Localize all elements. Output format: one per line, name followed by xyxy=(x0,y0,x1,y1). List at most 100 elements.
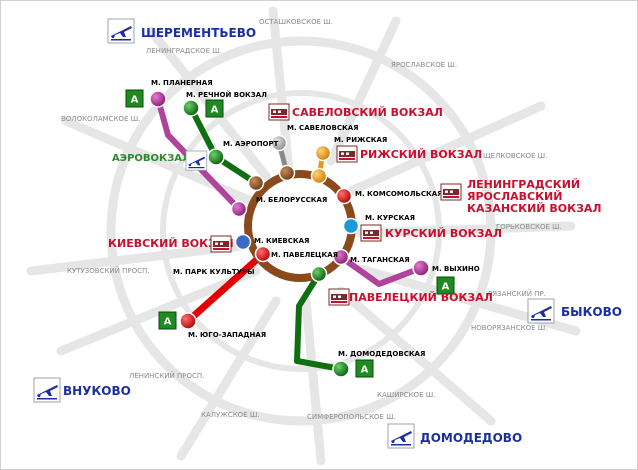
plane-icon xyxy=(387,423,415,449)
airport-label-bykovo: БЫКОВО xyxy=(561,305,622,319)
road-label-kaluzhskoe: КАЛУЖСКОЕ Ш. xyxy=(201,411,260,419)
bus-badge-vykhino[interactable]: A xyxy=(436,276,455,295)
label-planernaya: М. ПЛАНЕРНАЯ xyxy=(151,79,213,87)
label-paveletskaya: М. ПАВЕЛЕЦКАЯ xyxy=(271,251,338,259)
label-komsomolskaya: М. КОМСОМОЛЬСКАЯ xyxy=(355,190,443,198)
label-rechnoy-vokzal: М. РЕЧНОЙ ВОКЗАЛ xyxy=(186,90,267,99)
train-icon xyxy=(328,288,350,306)
bus-badge-text: A xyxy=(442,282,450,293)
airport-bykovo[interactable]: БЫКОВО xyxy=(527,298,622,324)
rail-kievsky[interactable]: КИЕВСКИЙ ВОКЗАЛ xyxy=(108,235,234,253)
label-vykhino: М. ВЫХИНО xyxy=(432,265,480,273)
station-paveletskaya[interactable] xyxy=(310,265,328,283)
road-kutuzovsky xyxy=(26,241,246,276)
train-icon xyxy=(210,235,232,253)
aerovokzal[interactable]: АЭРОВОКЗАЛ xyxy=(112,150,208,171)
station-ring-novoslobodskaya[interactable] xyxy=(278,164,296,182)
road-simferopolskoe xyxy=(301,296,326,466)
label-kievskaya: М. КИЕВСКАЯ xyxy=(254,237,309,245)
road-label-ostashkovskoe: ОСТАШКОВСКОЕ Ш. xyxy=(259,18,333,26)
station-kievskaya[interactable] xyxy=(234,233,252,251)
rail-label-three-3: КАЗАНСКИЙ ВОКЗАЛ xyxy=(467,202,602,215)
rail-kursky[interactable]: КУРСКИЙ ВОКЗАЛ xyxy=(360,224,502,242)
label-aeroport: М. АЭРОПОРТ xyxy=(223,140,279,148)
station-komsomolskaya[interactable] xyxy=(335,187,353,205)
rail-label-savelovsky: САВЕЛОВСКИЙ ВОКЗАЛ xyxy=(292,106,443,119)
label-taganskaya: М. ТАГАНСКАЯ xyxy=(350,256,410,264)
station-planernaya[interactable] xyxy=(149,90,167,108)
label-rizhskaya: М. РИЖСКАЯ xyxy=(334,136,387,144)
rail-rizhsky[interactable]: РИЖСКИЙ ВОКЗАЛ xyxy=(336,145,482,163)
line-domodedovskaya xyxy=(294,271,344,372)
label-park-kultury: М. ПАРК КУЛЬТУРЫ xyxy=(173,268,254,276)
train-icon xyxy=(268,103,290,121)
rail-label-rizhsky: РИЖСКИЙ ВОКЗАЛ xyxy=(360,148,482,161)
road-label-novoryazanskoe: НОВОРЯЗАНСКОЕ Ш. xyxy=(471,324,547,332)
airport-sheremetyevo[interactable]: ШЕРЕМЕНТЬЕВО xyxy=(107,18,256,44)
station-aeroport[interactable] xyxy=(207,148,225,166)
bus-badge-bg xyxy=(158,311,177,330)
road-labels: ОСТАШКОВСКОЕ Ш. ЛЕНИНГРАДСКОЕ Ш. ЯРОСЛАВ… xyxy=(61,18,562,421)
plane-icon xyxy=(33,377,61,403)
station-vykhino[interactable] xyxy=(412,259,430,277)
label-yugo-zapadnaya: М. ЮГО-ЗАПАДНАЯ xyxy=(188,331,266,339)
station-taganskaya[interactable] xyxy=(332,248,350,266)
airport-label-domodedovo: ДОМОДЕДОВО xyxy=(420,431,522,445)
label-domodedovskaya: М. ДОМОДЕДОВСКАЯ xyxy=(338,350,425,358)
station-yugo-zapadnaya[interactable] xyxy=(179,312,197,330)
line-planernaya xyxy=(155,96,242,212)
plane-icon xyxy=(185,150,208,171)
rail-label-kievsky: КИЕВСКИЙ ВОКЗАЛ xyxy=(108,237,234,250)
airport-domodedovo[interactable]: ДОМОДЕДОВО xyxy=(387,423,522,449)
aerovokzal-label: АЭРОВОКЗАЛ xyxy=(112,153,190,164)
airport-label-sheremetyevo: ШЕРЕМЕНТЬЕВО xyxy=(141,26,256,40)
line-yugo-zapadnaya xyxy=(184,250,267,325)
rail-paveletsky[interactable]: ПАВЕЛЕЦКИЙ ВОКЗАЛ xyxy=(328,288,493,306)
road-leninsky xyxy=(56,266,261,356)
bus-badge-rechnoy[interactable]: A xyxy=(205,99,224,118)
bus-badge-yugo-zapadnaya[interactable]: A xyxy=(158,311,177,330)
road-kashirskoe xyxy=(336,286,496,426)
bus-badge-bg xyxy=(355,359,374,378)
bus-badge-bg xyxy=(125,89,144,108)
train-icon xyxy=(440,183,462,201)
station-belorusskaya[interactable] xyxy=(230,200,248,218)
bus-badge-text: A xyxy=(361,365,369,376)
bus-badge-planernaya[interactable]: A xyxy=(125,89,144,108)
station-kurskaya[interactable] xyxy=(342,217,360,235)
road-label-shchelkovskoe: ЩЕЛКОВСКОЕ Ш. xyxy=(483,152,547,160)
station-park-kultury[interactable] xyxy=(254,245,272,263)
road-label-yaroslavskoe: ЯРОСЛАВСКОЕ Ш. xyxy=(391,61,457,69)
bus-badge-bg xyxy=(205,99,224,118)
airports: ШЕРЕМЕНТЬЕВО ВНУКОВО БЫКОВО ДОМОДЕДОВО xyxy=(33,18,622,449)
plane-icon xyxy=(527,298,555,324)
rail-three-stations[interactable]: ЛЕНИНГРАДСКИЙ ЯРОСЛАВСКИЙ КАЗАНСКИЙ ВОКЗ… xyxy=(440,178,602,215)
rail-label-paveletsky: ПАВЕЛЕЦКИЙ ВОКЗАЛ xyxy=(349,291,493,304)
station-rizhskaya[interactable] xyxy=(314,144,332,162)
station-rechnoy-vokzal[interactable] xyxy=(182,99,200,117)
label-belorusskaya: М. БЕЛОРУССКАЯ xyxy=(256,196,327,204)
airport-label-vnukovo: ВНУКОВО xyxy=(63,384,131,398)
road-label-volokolamskoe: ВОЛОКОЛАМСКОЕ Ш. xyxy=(61,115,140,123)
station-ring-prospekt-mira[interactable] xyxy=(310,167,328,185)
road-yaroslavskoe xyxy=(326,16,401,166)
plane-icon xyxy=(107,18,135,44)
station-ring-belorusskaya-top[interactable] xyxy=(247,174,265,192)
bus-badge-text: A xyxy=(164,317,172,328)
bus-badge-domodedovskaya[interactable]: A xyxy=(355,359,374,378)
road-label-leninsky: ЛЕНИНСКИЙ ПРОСП. xyxy=(129,371,204,380)
label-kurskaya: М. КУРСКАЯ xyxy=(365,214,415,222)
rail-stations: САВЕЛОВСКИЙ ВОКЗАЛ РИЖСКИЙ ВОКЗАЛ ЛЕНИНГ… xyxy=(108,103,602,306)
rail-savelovsky[interactable]: САВЕЛОВСКИЙ ВОКЗАЛ xyxy=(268,103,443,121)
road-label-leningradskoe: ЛЕНИНГРАДСКОЕ Ш. xyxy=(146,47,222,55)
road-label-gorkovskoe: ГОРЬКОВСКОЕ Ш. xyxy=(496,223,562,231)
bus-badge-text: A xyxy=(131,95,139,106)
station-domodedovskaya[interactable] xyxy=(332,360,350,378)
road-label-simferopolskoe: СИМФЕРОПОЛЬСКОЕ Ш. xyxy=(307,413,396,421)
bus-badge-bg xyxy=(436,276,455,295)
airport-vnukovo[interactable]: ВНУКОВО xyxy=(33,377,131,403)
station-savelovskaya[interactable] xyxy=(270,134,288,152)
bus-badge-text: A xyxy=(211,105,219,116)
